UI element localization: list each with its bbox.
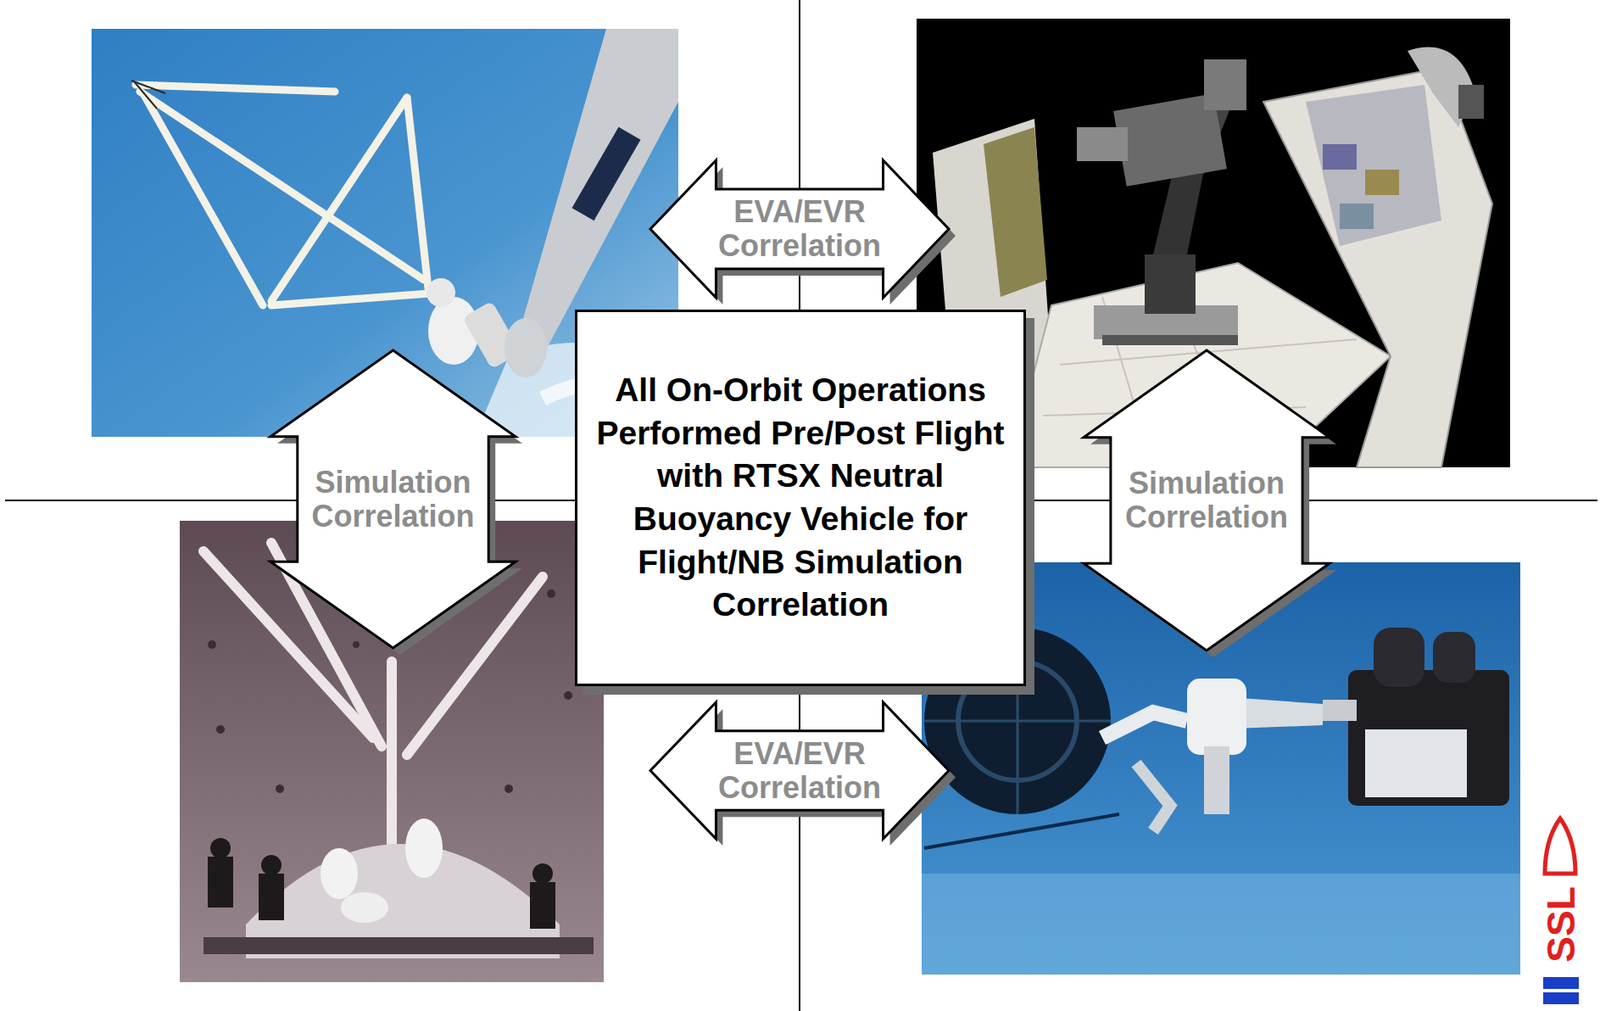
arrow-label: Simulation Correlation [300, 465, 487, 533]
correlation-arrow: EVA/EVR Correlation [650, 702, 949, 839]
arrow-outline [650, 702, 949, 839]
center-box: All On-Orbit Operations Performed Pre/Po… [574, 309, 1026, 686]
logo-text: SSL [1541, 886, 1581, 962]
box-text: All On-Orbit Operations Performed Pre/Po… [596, 368, 1005, 627]
arrow-label: EVA/EVR Correlation [707, 736, 892, 804]
box-outline [574, 309, 1026, 686]
arrow-outline [270, 350, 516, 648]
arrow-label: Simulation Correlation [1113, 466, 1300, 534]
box-border [576, 311, 1026, 686]
correlation-arrow: EVA/EVR Correlation [650, 160, 949, 298]
arrow-outline [1083, 350, 1330, 651]
arrow-label: EVA/EVR Correlation [707, 195, 892, 263]
correlation-arrow: Simulation Correlation [1083, 350, 1330, 651]
arrow-outline [650, 160, 949, 298]
correlation-arrow: Simulation Correlation [270, 350, 516, 648]
